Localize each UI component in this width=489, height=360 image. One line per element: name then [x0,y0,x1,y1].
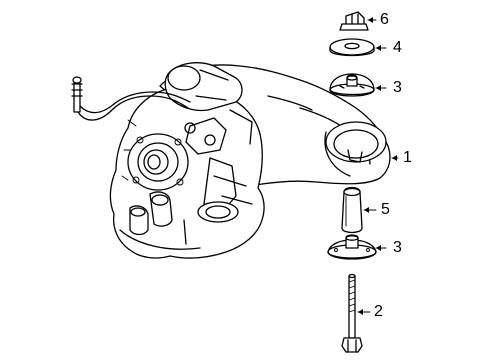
nut [339,11,369,31]
mount-stack [327,11,377,353]
insulator-lower [327,234,377,260]
wire-harness [77,95,189,121]
washer [329,38,375,57]
insulator-upper [329,73,375,97]
callout-5: 5 [381,201,390,218]
callout-3-lower: 3 [393,239,402,256]
callout-2: 2 [374,303,383,320]
callout-4: 4 [393,39,402,56]
vent-stud [73,81,81,113]
differential-assembly [71,62,391,259]
bumper [341,186,363,234]
callout-6: 6 [380,11,389,28]
bolt [341,273,363,353]
leader-arrows [357,17,399,315]
callout-1: 1 [403,149,412,166]
callout-3-upper: 3 [393,79,402,96]
